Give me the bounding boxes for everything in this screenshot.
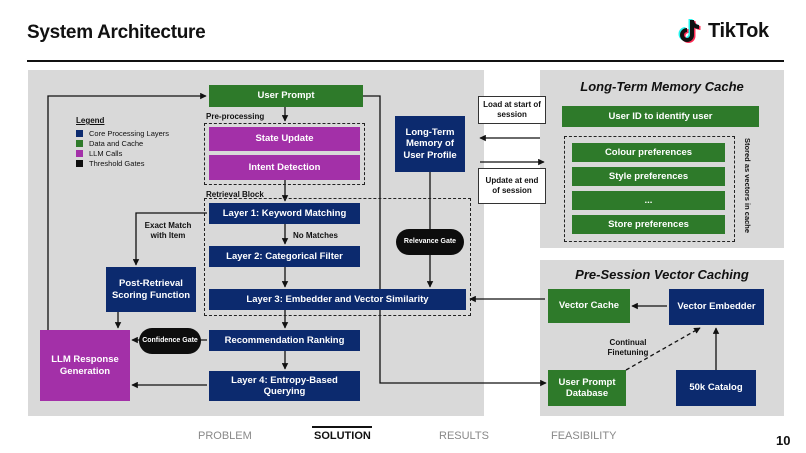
- colour-preferences-box[interactable]: Colour preferences: [572, 143, 725, 162]
- legend-swatch: [76, 129, 83, 137]
- legend-swatch: [76, 149, 83, 157]
- store-preferences-box[interactable]: Store preferences: [572, 215, 725, 234]
- long-term-memory-box[interactable]: Long-Term Memory of User Profile: [395, 116, 465, 172]
- nav-problem[interactable]: PROBLEM: [198, 430, 252, 442]
- layer4-entropy-box[interactable]: Layer 4: Entropy-Based Querying: [209, 371, 360, 401]
- vector-embedder-box[interactable]: Vector Embedder: [669, 289, 764, 325]
- nav-feasibility[interactable]: FEASIBILITY: [551, 430, 617, 442]
- state-update-box[interactable]: State Update: [209, 127, 360, 151]
- legend-item: Threshold Gates: [76, 158, 186, 168]
- continual-finetuning-label: Continual Finetuning: [607, 338, 649, 357]
- legend-title: Legend: [76, 116, 105, 125]
- post-retrieval-box[interactable]: Post-Retrieval Scoring Function: [106, 267, 196, 312]
- load-at-start-label: Load at start of session: [478, 96, 546, 124]
- brand-name: TikTok: [708, 19, 769, 42]
- legend-swatch: [76, 159, 83, 167]
- tiktok-note-icon: [678, 18, 701, 43]
- header-rule: [27, 60, 784, 62]
- catalog-box[interactable]: 50k Catalog: [676, 370, 756, 406]
- llm-response-box[interactable]: LLM Response Generation: [40, 330, 130, 401]
- preprocessing-label: Pre-processing: [206, 112, 265, 121]
- brand-logo: TikTok: [678, 16, 769, 46]
- page-number: 10: [776, 433, 791, 448]
- layer2-categorical-box[interactable]: Layer 2: Categorical Filter: [209, 246, 360, 267]
- legend-item: Core Processing Layers: [76, 128, 186, 138]
- legend-swatch: [76, 139, 83, 147]
- nav-active-underline: [312, 426, 372, 428]
- page-title: System Architecture: [27, 22, 206, 43]
- ellipsis-preferences-box[interactable]: ...: [572, 191, 725, 210]
- layer3-embedder-box[interactable]: Layer 3: Embedder and Vector Similarity: [209, 289, 466, 310]
- intent-detection-box[interactable]: Intent Detection: [209, 155, 360, 180]
- presession-title: Pre-Session Vector Caching: [575, 267, 749, 282]
- ltm-cache-title: Long-Term Memory Cache: [580, 79, 744, 94]
- legend-item: Data and Cache: [76, 138, 186, 148]
- legend: Legend Core Processing Layers Data and C…: [76, 116, 186, 168]
- stored-as-vectors-label: Stored as vectors in cache: [743, 138, 752, 234]
- retrieval-block-label: Retrieval Block: [206, 190, 264, 199]
- preprocessing-block: [204, 123, 365, 185]
- confidence-gate: Confidence Gate: [139, 328, 201, 354]
- no-matches-label: No Matches: [293, 231, 338, 240]
- layer1-keyword-box[interactable]: Layer 1: Keyword Matching: [209, 203, 360, 224]
- user-prompt-database-box[interactable]: User Prompt Database: [548, 370, 626, 406]
- nav-results[interactable]: RESULTS: [439, 430, 489, 442]
- relevance-gate: Relevance Gate: [396, 229, 464, 255]
- user-id-box[interactable]: User ID to identify user: [562, 106, 759, 127]
- recommendation-ranking-box[interactable]: Recommendation Ranking: [209, 330, 360, 351]
- nav-solution[interactable]: SOLUTION: [314, 430, 371, 442]
- update-at-end-label: Update at end of session: [478, 168, 546, 204]
- retrieval-block: [204, 198, 471, 316]
- exact-match-label: Exact Match with Item: [144, 221, 192, 240]
- style-preferences-box[interactable]: Style preferences: [572, 167, 725, 186]
- legend-item: LLM Calls: [76, 148, 186, 158]
- preferences-block: [564, 136, 735, 242]
- vector-cache-box[interactable]: Vector Cache: [548, 289, 630, 323]
- user-prompt-box[interactable]: User Prompt: [209, 85, 363, 107]
